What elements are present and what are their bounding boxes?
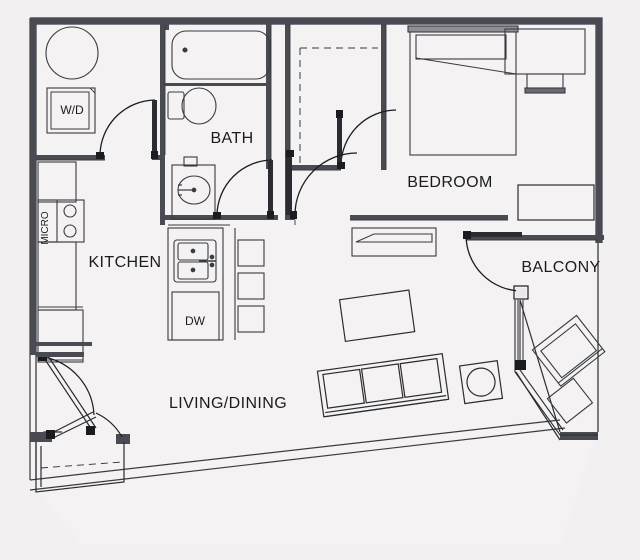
desk-chair	[524, 73, 566, 94]
bar-stool	[237, 305, 265, 333]
room-label-balcony: BALCONY	[521, 259, 600, 276]
room-label-kitchen: KITCHEN	[88, 254, 161, 271]
kitchen-island	[167, 224, 230, 341]
wall-inner-lines	[36, 24, 598, 241]
bar-stool	[237, 272, 265, 300]
bar-stools	[234, 228, 265, 340]
bathroom-fixtures	[167, 30, 271, 220]
kitchen-entry-wall	[36, 342, 92, 357]
dresser	[517, 184, 595, 221]
room-label-living-dining: LIVING/DINING	[169, 395, 287, 412]
balcony-chair	[531, 314, 606, 387]
balcony-glazing	[515, 300, 526, 370]
entry-threshold	[30, 432, 130, 444]
utility-closet-door[interactable]	[96, 99, 158, 159]
bathtub	[171, 30, 271, 80]
coffee-table	[338, 289, 416, 343]
media-console	[351, 227, 437, 257]
room-label-bath: BATH	[210, 130, 253, 147]
bedroom-closet	[299, 47, 378, 163]
dishwasher-unit	[171, 291, 220, 341]
floor-slab	[30, 18, 602, 545]
balcony-table	[546, 377, 594, 424]
toilet-bowl	[181, 87, 217, 125]
side-table	[458, 360, 504, 405]
microwave-label: MICRO	[40, 211, 51, 245]
vanity-cabinet	[171, 164, 216, 220]
balcony-door[interactable]	[463, 231, 529, 300]
cooktop-burner-icon	[63, 224, 77, 238]
bar-stool	[237, 239, 265, 267]
washer-dryer-unit	[46, 87, 96, 134]
washer-dryer-label: W/D	[60, 103, 84, 117]
water-heater-icon	[45, 26, 99, 80]
entry-door-right[interactable]	[46, 411, 123, 439]
sofa	[316, 353, 450, 418]
bedroom-door[interactable]	[286, 150, 358, 219]
dishwasher-label: DW	[185, 314, 206, 328]
cooktop-burner-icon	[63, 204, 77, 218]
balcony-structure	[515, 243, 599, 441]
wall-structure	[30, 18, 602, 355]
room-label-bedroom: BEDROOM	[407, 174, 492, 191]
entry-recess	[35, 442, 125, 493]
bath-door[interactable]	[213, 159, 274, 219]
toilet-tank	[167, 91, 185, 120]
utility-closet: W/D	[45, 26, 99, 134]
